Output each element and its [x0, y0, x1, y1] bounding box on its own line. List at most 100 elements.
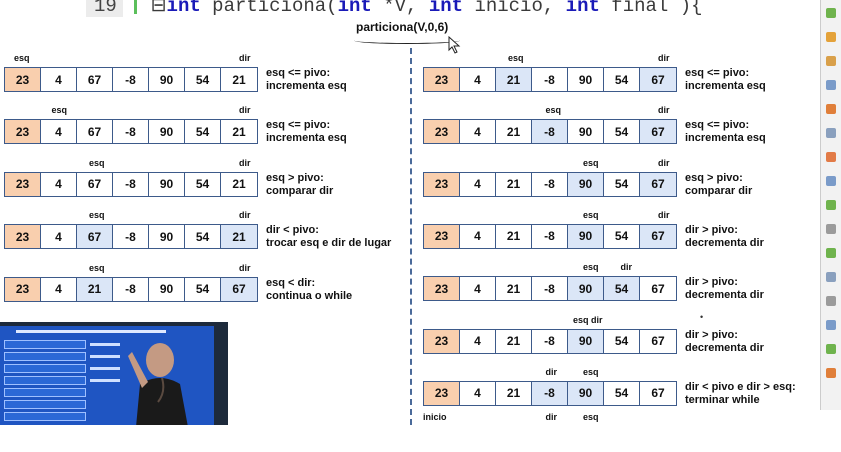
- array-cell: 67: [640, 172, 676, 196]
- step-note: esq < dir:continua o while: [266, 277, 352, 303]
- code-line: 19 ⊟int particiona(int *V, int inicio, i…: [86, 0, 703, 18]
- pointer-label: esq: [583, 262, 599, 273]
- step-note: esq <= pivo:incrementa esq: [266, 67, 347, 93]
- array-cell: -8: [113, 225, 149, 249]
- step-note-line: esq < dir:: [266, 276, 316, 289]
- mini-array: [4, 364, 86, 373]
- pointer-label: dir: [545, 366, 558, 377]
- step-note-line: esq > pivo:: [685, 171, 743, 184]
- array-cell: 54: [604, 329, 640, 353]
- array-cell: -8: [532, 120, 568, 144]
- array-cell: 21: [77, 277, 113, 301]
- pointer-label: dir: [239, 157, 251, 168]
- mini-note: [90, 367, 120, 370]
- array-cell: 54: [604, 172, 640, 196]
- tool-icon[interactable]: [826, 344, 836, 354]
- step-note-line: esq <= pivo:: [685, 119, 750, 132]
- pointer-label: dir: [239, 210, 251, 221]
- pivot-cell: 23: [5, 120, 41, 144]
- step-note: esq <= pivo:incrementa esq: [685, 119, 766, 145]
- array-cell: 4: [460, 277, 496, 301]
- tool-icon[interactable]: [826, 320, 836, 330]
- pivot-cell: 23: [424, 224, 460, 248]
- array-cell: 54: [185, 172, 221, 196]
- pointer-label: esq: [583, 209, 599, 220]
- array-cell: 67: [77, 225, 113, 249]
- mini-array: [4, 400, 86, 409]
- mini-note: [90, 355, 120, 358]
- tool-icon[interactable]: [826, 104, 836, 114]
- array-cell: 4: [41, 172, 77, 196]
- step-note-line: esq <= pivo:: [266, 67, 331, 79]
- pointer-label: dir: [545, 412, 558, 422]
- array-cell: 4: [460, 381, 496, 405]
- tool-icon[interactable]: [826, 176, 836, 186]
- step-note: dir > pivo:decrementa dir: [685, 329, 764, 355]
- tool-icon[interactable]: [826, 368, 836, 378]
- pointer-label: dir: [239, 262, 251, 273]
- mini-array: [4, 388, 86, 397]
- pivot-cell: 23: [424, 329, 460, 353]
- array-cell: -8: [113, 120, 149, 144]
- step-note-line: decrementa dir: [685, 341, 764, 354]
- function-call-label: particiona(V,0,6): [356, 20, 449, 34]
- array-cell: 21: [221, 68, 257, 91]
- array-cell: 4: [460, 329, 496, 353]
- array-cell: 21: [496, 68, 532, 91]
- mini-array: [4, 340, 86, 349]
- mini-array: [4, 352, 86, 361]
- step-note: esq > pivo:comparar dir: [266, 172, 333, 198]
- code-keyword: int: [565, 0, 600, 17]
- code-keyword: int: [337, 0, 372, 17]
- step-note: esq > pivo:comparar dir: [685, 172, 752, 198]
- step-note-line: comparar dir: [685, 184, 753, 197]
- array-cell: 21: [496, 172, 532, 196]
- tool-icon[interactable]: [826, 32, 836, 42]
- tool-icon[interactable]: [826, 296, 836, 306]
- array-cell: 90: [568, 381, 604, 405]
- tool-icon[interactable]: [826, 8, 836, 18]
- array-cell: 67: [640, 277, 676, 301]
- tool-icon[interactable]: [826, 224, 836, 234]
- code-text: *V,: [371, 0, 429, 17]
- array-cell: 54: [604, 68, 640, 91]
- array-cell: 90: [568, 120, 604, 144]
- stray-mark: •: [700, 312, 704, 322]
- pivot-cell: 23: [424, 277, 460, 301]
- mini-code-line: [16, 330, 166, 333]
- tool-icon[interactable]: [826, 152, 836, 162]
- collapse-icon[interactable]: ⊟: [150, 0, 167, 17]
- step-note-line: dir < pivo:: [266, 224, 319, 237]
- step-note-line: terminar while: [685, 393, 760, 406]
- tool-icon[interactable]: [826, 80, 836, 90]
- pointer-label: esq: [583, 412, 599, 422]
- array-cell: 4: [460, 224, 496, 248]
- array-cell: 54: [185, 120, 221, 144]
- mini-array: [4, 376, 86, 385]
- array-cell: 90: [568, 172, 604, 196]
- tool-icon[interactable]: [826, 200, 836, 210]
- pointer-label: dir: [239, 105, 251, 116]
- array-cell: 90: [568, 329, 604, 353]
- code-text: particiona(: [200, 0, 338, 17]
- step-note: dir > pivo:decrementa dir: [685, 224, 764, 250]
- pivot-cell: 23: [424, 381, 460, 405]
- tool-icon[interactable]: [826, 272, 836, 282]
- tool-icon[interactable]: [826, 56, 836, 66]
- array-cell: -8: [532, 329, 568, 353]
- step-note-line: decrementa dir: [685, 289, 764, 302]
- pointer-label: esq: [89, 262, 105, 273]
- presenter-figure: [128, 343, 188, 425]
- tool-icon[interactable]: [826, 128, 836, 138]
- array-cell: 21: [221, 172, 257, 196]
- webcam-video-overlay[interactable]: [0, 322, 228, 425]
- tool-icon[interactable]: [826, 248, 836, 258]
